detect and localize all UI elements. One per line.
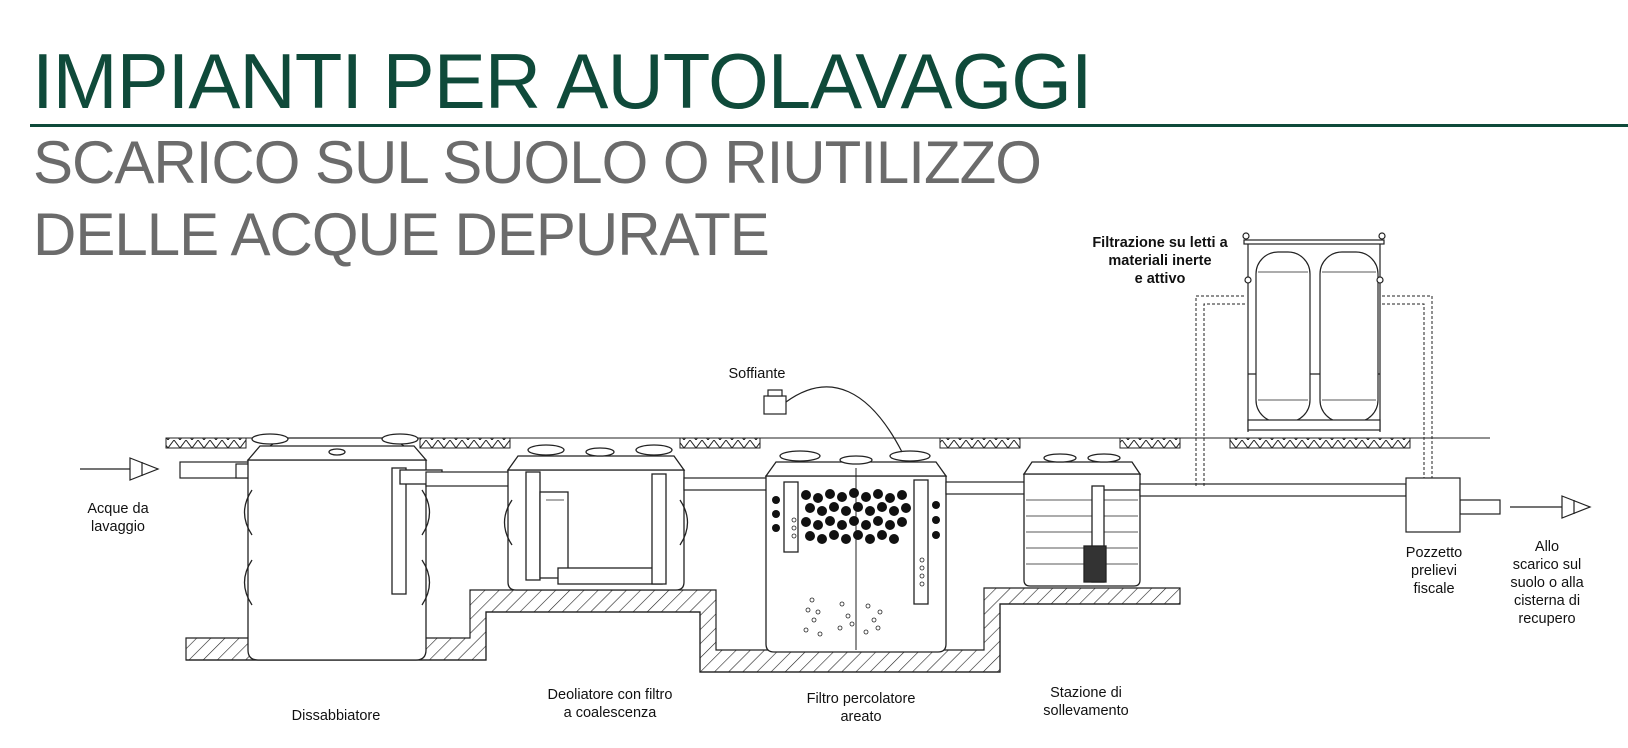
oil-separator-tank bbox=[503, 444, 689, 591]
lifting-station-label-line: Stazione di bbox=[1050, 685, 1122, 701]
air-bubbles bbox=[791, 517, 925, 637]
inlet-arrow bbox=[80, 457, 160, 481]
lifting-station-label: Stazione di sollevamento bbox=[1036, 684, 1136, 720]
filter-media bbox=[772, 488, 940, 544]
outlet-label-line: Allo bbox=[1534, 539, 1560, 555]
filtration-label: Filtrazione su letti a materiali inerte … bbox=[1090, 234, 1230, 288]
blower-label: Soffiante bbox=[722, 365, 792, 383]
blower-label-line: Soffiante bbox=[728, 366, 786, 382]
inlet-label-line: Acque da bbox=[87, 501, 149, 517]
sand-trap-tank bbox=[243, 433, 443, 661]
sand-trap-label-line: Dissabbiatore bbox=[291, 708, 381, 724]
filtration-label-line: materiali inerte bbox=[1108, 253, 1212, 269]
sampling-well-label: Pozzetto prelievi fiscale bbox=[1392, 544, 1476, 598]
outlet-label: Allo scarico sul suolo o alla cisterna d… bbox=[1502, 538, 1592, 628]
page-subtitle-line-2: DELLE ACQUE DEPURATE bbox=[33, 201, 770, 268]
inlet-label-line: lavaggio bbox=[90, 519, 145, 535]
filtration-loop-pipes bbox=[1195, 295, 1433, 486]
oil-separator-label-line: Deoliatore con filtro bbox=[547, 687, 673, 703]
sand-trap-label: Dissabbiatore bbox=[276, 707, 396, 725]
title-divider bbox=[30, 124, 1628, 127]
trickling-filter-label: Filtro percolatore areato bbox=[796, 690, 926, 726]
pipe-1-2 bbox=[425, 471, 513, 487]
outlet-pipe bbox=[1139, 483, 1501, 515]
sampling-well-label-line: Pozzetto bbox=[1405, 545, 1463, 561]
lifting-station-label-line: sollevamento bbox=[1043, 703, 1129, 719]
sampling-well-label-line: prelievi bbox=[1411, 563, 1457, 579]
pipe-3-4 bbox=[945, 481, 1027, 495]
trickling-filter-label-line: areato bbox=[840, 709, 882, 725]
outlet-label-line: recupero bbox=[1518, 611, 1576, 627]
page-title: IMPIANTI PER AUTOLAVAGGI bbox=[32, 37, 1093, 125]
oil-separator-label-line: a coalescenza bbox=[563, 705, 657, 721]
oil-separator-label: Deoliatore con filtro a coalescenza bbox=[530, 686, 690, 722]
outlet-label-line: cisterna di bbox=[1513, 593, 1581, 609]
outlet-label-line: suolo o alla bbox=[1510, 575, 1584, 591]
trickling-filter-tank bbox=[764, 450, 948, 653]
sampling-well-label-line: fiscale bbox=[1413, 581, 1455, 597]
trickling-filter-label-line: Filtro percolatore bbox=[806, 691, 916, 707]
lifting-station-tank bbox=[1022, 453, 1151, 587]
outlet-arrow bbox=[1510, 495, 1592, 519]
filtration-label-line: Filtrazione su letti a bbox=[1092, 235, 1228, 251]
blower bbox=[763, 386, 903, 453]
pipe-2-3 bbox=[683, 477, 771, 491]
sampling-well bbox=[1405, 477, 1461, 533]
inlet-label: Acque da lavaggio bbox=[76, 500, 160, 536]
outlet-label-line: scarico sul bbox=[1512, 557, 1582, 573]
filtration-vessels bbox=[1242, 232, 1386, 432]
filtration-label-line: e attivo bbox=[1134, 271, 1186, 287]
page-subtitle-line-1: SCARICO SUL SUOLO O RIUTILIZZO bbox=[33, 129, 1042, 196]
